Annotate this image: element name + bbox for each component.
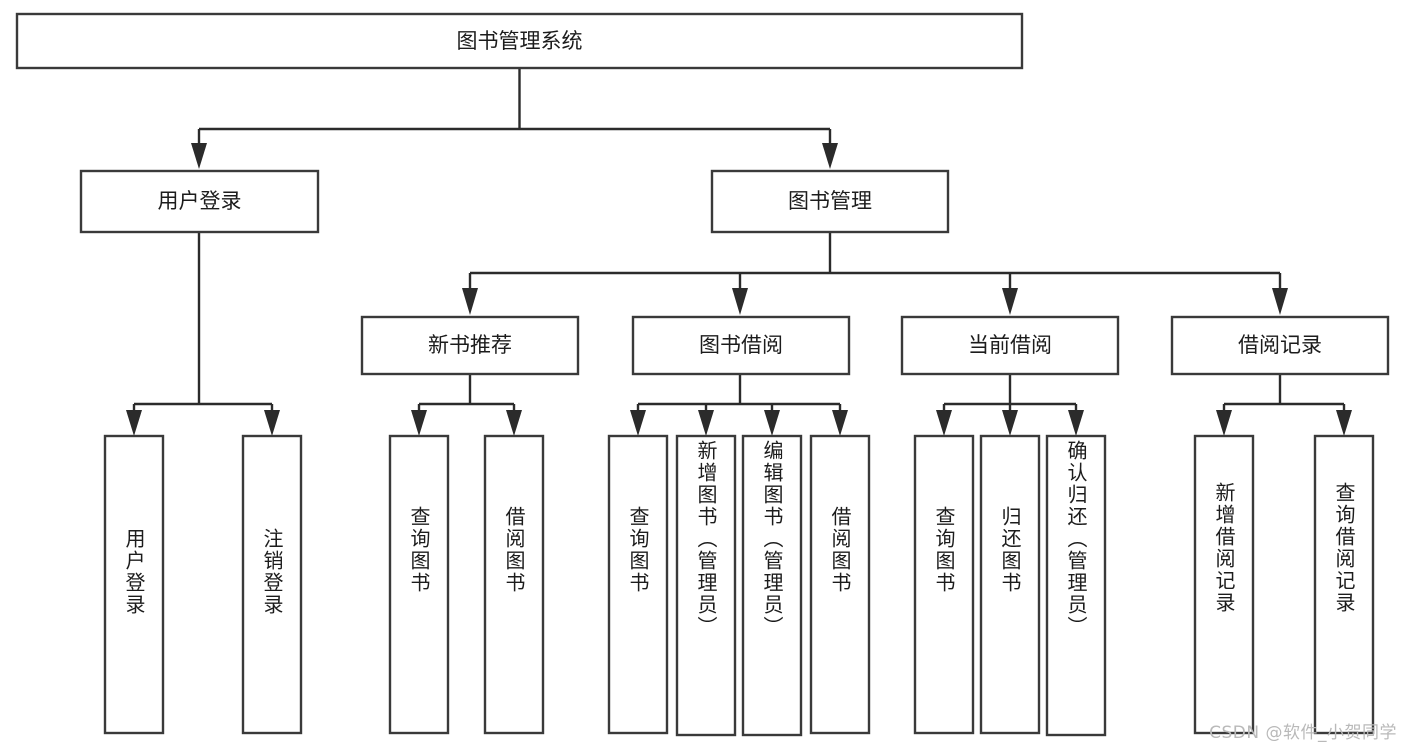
leaf-box-user-login[interactable]	[103, 434, 165, 735]
leaf-box-br-query-record[interactable]	[1313, 434, 1375, 735]
node-book-manage-box[interactable]	[710, 169, 950, 234]
arrowhead-leaf-user-login	[126, 410, 142, 436]
node-root-box[interactable]	[15, 12, 1024, 70]
leaf-box-cb-return-book[interactable]	[979, 434, 1041, 735]
connector-group-root	[191, 68, 838, 169]
leaf-box-cb-confirm-return[interactable]	[1045, 434, 1107, 737]
arrowhead-leaf-logout	[264, 410, 280, 436]
connector-group-new-book	[411, 374, 522, 436]
node-current-borrow-label: 当前借阅	[968, 333, 1052, 357]
leaf-box-logout[interactable]	[241, 434, 303, 735]
arrowhead-br-leaf-2	[1336, 410, 1352, 436]
arrowhead-bb-leaf-2	[698, 410, 714, 436]
arrowhead-br-leaf-1	[1216, 410, 1232, 436]
arrowhead-book-borrow	[732, 288, 748, 315]
node-new-book-recommend-label: 新书推荐	[428, 333, 512, 357]
node-user-login-box[interactable]	[79, 169, 320, 234]
leaf-box-nb-query-book[interactable]	[388, 434, 450, 735]
leaf-box-bb-borrow-book[interactable]	[809, 434, 871, 735]
leaf-box-nb-borrow-book[interactable]	[483, 434, 545, 735]
connector-group-user-login	[126, 232, 280, 436]
node-borrow-record-label: 借阅记录	[1238, 333, 1322, 357]
node-borrow-record-box[interactable]	[1170, 315, 1390, 376]
node-book-borrow-box[interactable]	[631, 315, 851, 376]
leaf-box-cb-query-book[interactable]	[913, 434, 975, 735]
node-book-borrow-label: 图书借阅	[699, 333, 783, 357]
leaf-box-bb-edit-book[interactable]	[741, 434, 803, 737]
node-new-book-recommend-box[interactable]	[360, 315, 580, 376]
arrowhead-nb-leaf-2	[506, 410, 522, 436]
leaf-box-bb-query-book[interactable]	[607, 434, 669, 735]
node-current-borrow-box[interactable]	[900, 315, 1120, 376]
arrowhead-bb-leaf-1	[630, 410, 646, 436]
arrowhead-bb-leaf-3	[764, 410, 780, 436]
leaf-box-br-add-record[interactable]	[1193, 434, 1255, 735]
arrowhead-nb-leaf-1	[411, 410, 427, 436]
arrowhead-book-manage	[822, 143, 838, 169]
connector-group-current-borrow	[936, 374, 1084, 436]
arrowhead-bb-leaf-4	[832, 410, 848, 436]
node-book-manage-label: 图书管理	[788, 189, 872, 213]
node-root-label: 图书管理系统	[457, 29, 583, 53]
arrowhead-cb-leaf-1	[936, 410, 952, 436]
connector-group-book-manage	[462, 232, 1288, 315]
arrowhead-cb-leaf-2	[1002, 410, 1018, 436]
node-user-login-label: 用户登录	[158, 189, 242, 213]
arrowhead-current-borrow	[1002, 288, 1018, 315]
connector-group-borrow-record	[1216, 374, 1352, 436]
leaf-box-bb-add-book[interactable]	[675, 434, 737, 737]
arrowhead-user-login	[191, 143, 207, 169]
arrowhead-cb-leaf-3	[1068, 410, 1084, 436]
connector-group-book-borrow	[630, 374, 848, 436]
arrowhead-new-book	[462, 288, 478, 315]
arrowhead-borrow-record	[1272, 288, 1288, 315]
